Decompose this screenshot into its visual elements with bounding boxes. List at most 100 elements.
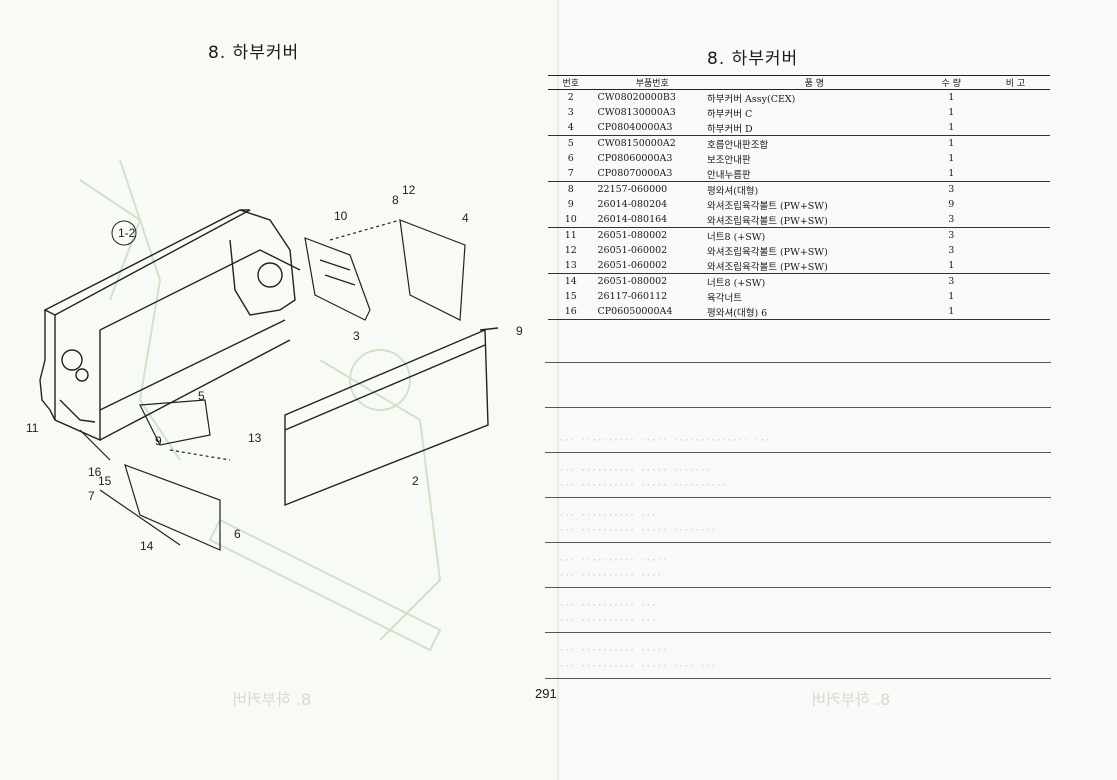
callout-9-right: 9	[516, 324, 523, 338]
row-number: 7	[548, 166, 594, 182]
row-number: 16	[548, 304, 594, 320]
callout-10: 10	[334, 209, 348, 223]
row-part-number: 22157-060000	[597, 184, 668, 195]
row-part-name: 평와셔(대형) 6	[707, 304, 922, 320]
row-remarks	[980, 304, 1050, 320]
page-gutter	[557, 0, 559, 780]
row-number: 11	[564, 230, 577, 241]
row-part-number: 26051-060002	[597, 245, 668, 256]
row-quantity: 3	[921, 212, 981, 228]
row-number: 5	[567, 138, 574, 149]
row-part-number: 26051-080002	[597, 230, 668, 241]
row-remarks	[980, 166, 1050, 182]
row-part-name: 너트8 (+SW)	[707, 231, 766, 243]
bottom-cover-part	[284, 327, 499, 507]
row-quantity: 1	[921, 258, 981, 274]
row-quantity: 9	[948, 199, 955, 210]
row-remarks	[981, 105, 1050, 120]
callout-2: 2	[412, 474, 419, 488]
callout-16: 16	[88, 465, 102, 479]
row-quantity: 1	[921, 304, 981, 320]
header-part-name: 품 명	[707, 75, 922, 90]
callout-1-2: 1-2	[118, 226, 136, 240]
callout-circle	[111, 220, 137, 246]
empty-row-rule	[545, 587, 1051, 588]
row-number: 2	[567, 92, 574, 103]
row-remarks	[980, 120, 1050, 136]
right-page-title: 8. 하부커버	[707, 49, 799, 69]
row-number: 15	[564, 291, 577, 302]
bleed-through-drawing	[79, 160, 442, 652]
callout-6: 6	[234, 527, 241, 541]
empty-row-rule	[545, 407, 1051, 408]
row-remarks	[981, 274, 1050, 290]
row-number: 14	[564, 276, 577, 287]
row-remarks	[981, 90, 1050, 106]
row-part-name: 와셔조립육각볼트 (PW+SW)	[707, 212, 922, 228]
callout-15: 15	[98, 474, 112, 488]
row-part-number: 26117-060112	[597, 291, 668, 302]
row-part-number: CW08150000A2	[597, 138, 676, 149]
row-part-number: 26014-080204	[597, 199, 668, 210]
row-part-name: 하부커버 C	[707, 108, 753, 120]
row-quantity: 1	[948, 92, 955, 103]
row-part-name: 하부커버 Assy(CEX)	[707, 93, 796, 105]
row-part-name: 와셔조립육각볼트 (PW+SW)	[707, 246, 828, 258]
callout-14: 14	[140, 539, 154, 553]
row-remarks	[981, 182, 1050, 198]
row-part-number: CP08070000A3	[593, 166, 708, 182]
callout-5: 5	[198, 389, 205, 403]
callout-3: 3	[353, 329, 360, 343]
row-quantity: 3	[948, 276, 955, 287]
row-part-name: 하부커버 D	[707, 120, 922, 136]
row-quantity: 1	[948, 107, 955, 118]
callout-12: 12	[402, 183, 416, 197]
row-remarks	[981, 151, 1050, 166]
row-remarks	[981, 243, 1050, 258]
exploded-parts-diagram: 1-2 12 8 10 4 3 5 9 9 13 11 16 15 7 6 14…	[26, 160, 523, 652]
header-remarks: 비 고	[980, 75, 1050, 90]
callout-11: 11	[26, 421, 39, 435]
bleed-through-title: 8. 하부커버	[232, 690, 312, 709]
row-part-name: 와셔조립육각볼트 (PW+SW)	[707, 258, 922, 274]
row-number: 13	[548, 258, 594, 274]
header-part-number: 부품번호	[593, 75, 708, 90]
row-part-number: CP08040000A3	[593, 120, 708, 136]
table-row: 2 CW08020000B3 하부커버 Assy(CEX) 1	[548, 90, 1050, 106]
callout-13: 13	[248, 431, 262, 445]
left-page-title: 8. 하부커버	[208, 43, 300, 63]
left-page: 8. 하부커버	[0, 0, 558, 780]
row-part-name: 보조안내판	[707, 154, 751, 166]
empty-row-rule	[545, 362, 1051, 363]
row-part-name: 와셔조립육각볼트 (PW+SW)	[707, 200, 828, 212]
row-remarks	[981, 289, 1050, 304]
row-part-number: CW08020000B3	[597, 92, 676, 103]
row-number: 4	[548, 120, 594, 136]
row-part-name: 너트8 (+SW)	[707, 277, 766, 289]
page-number: 291	[535, 686, 557, 701]
row-quantity: 3	[948, 184, 955, 195]
row-number: 3	[567, 107, 574, 118]
row-number: 6	[567, 153, 574, 164]
callout-8: 8	[392, 193, 399, 207]
empty-row-rule	[545, 452, 1051, 453]
empty-row-rule	[545, 678, 1051, 679]
row-remarks	[980, 258, 1050, 274]
row-part-number: 26014-080164	[593, 212, 708, 228]
header-quantity: 수 량	[921, 75, 981, 90]
row-part-name: 호름안내판조합	[707, 139, 769, 151]
row-number: 10	[548, 212, 594, 228]
row-part-name: 평와셔(대형)	[707, 185, 759, 197]
row-quantity: 1	[921, 120, 981, 136]
